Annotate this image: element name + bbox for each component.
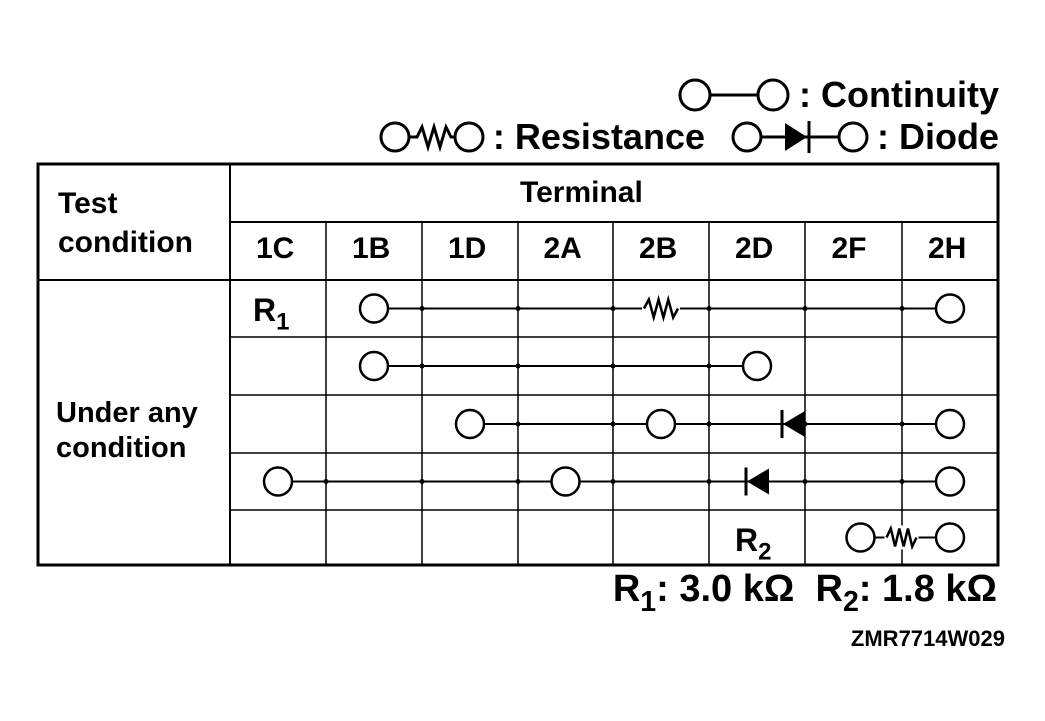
junction-dot [515,363,521,369]
terminal-circle [934,522,966,553]
terminal-circle [934,293,966,324]
connection-symbols [262,293,966,553]
terminal-label-1c: 1C [256,232,295,265]
test-condition-header: Test condition [58,184,193,262]
junction-dot [515,306,521,311]
junction-dot [802,479,808,484]
legend-diode-label: : Diode [877,116,999,157]
diode-symbol [747,468,769,495]
test-condition-header-line2: condition [58,226,193,259]
legend-resistance-label: : Resistance [492,116,705,157]
terminal-circle [845,522,876,553]
junction-dot [899,306,905,311]
junction-dot [419,479,425,484]
terminal-circle [550,466,581,497]
diagram-code: ZMR7714W029 [850,626,1005,651]
diode-symbol [783,411,805,437]
legend-continuity-label: : Continuity [799,74,999,115]
resistor-symbol [885,524,918,551]
resistor-values-note: R1: 3.0 kΩ R2: 1.8 kΩ [613,568,997,619]
condition-label-line2: condition [56,431,187,464]
condition-label: Under any condition [56,396,198,466]
junction-dot [706,479,712,484]
terminal-circle [358,293,390,324]
terminal-circle [741,350,773,382]
junction-dot [899,421,905,427]
junction-dot [610,479,616,484]
junction-dot [610,306,616,311]
connection-wires [278,306,950,540]
terminal-circle [454,408,486,440]
terminal-header: Terminal [520,176,643,209]
r2-cell-label: R2 [735,522,771,566]
condition-label-line1: Under any [56,397,198,429]
r1-note-value: : 3.0 kΩ [656,568,795,610]
terminal-label-1d: 1D [448,232,487,265]
junction-dot [610,363,616,369]
junction-dot [706,421,712,427]
junction-dot [419,363,425,369]
terminal-circle [262,466,294,497]
table-grid [36,162,1000,567]
terminal-label-1b: 1B [352,232,391,265]
r1-cell-subscript: 1 [276,308,290,336]
terminal-label-2b: 2B [639,232,678,265]
junction-dot [323,479,329,484]
junction-dot [419,306,425,311]
junction-dot [802,306,808,311]
legend-continuity: : Continuity [675,74,999,116]
continuity-symbol-icon [678,78,790,112]
r2-note-value: : 1.8 kΩ [858,568,997,610]
r1-cell-letter: R [253,292,277,328]
r2-cell-subscript: 2 [758,538,772,566]
legend-resistance-diode: : Resistance : Diode [377,116,999,158]
terminal-label-2d: 2D [735,232,774,265]
terminal-circle [934,466,966,497]
terminal-label-2a: 2A [543,232,582,265]
junction-dot [899,479,905,484]
r2-note-subscript: 2 [842,585,859,618]
r1-cell-label: R1 [253,292,289,336]
junction-dot [706,306,712,311]
r1-note-subscript: 1 [640,585,657,618]
resistance-symbol-icon [379,121,485,153]
terminal-circle [358,350,390,382]
junction-dot [706,363,712,369]
terminal-label-2h: 2H [928,232,967,265]
terminal-label-2f: 2F [831,232,867,265]
r2-cell-letter: R [735,522,759,558]
r2-note-letter: R [815,568,843,610]
diode-symbol-icon [731,121,869,153]
resistor-symbol [642,294,680,323]
junction-dot [515,479,521,484]
test-condition-header-line1: Test [58,187,118,220]
junction-dot [515,421,521,427]
terminal-circle [934,408,966,440]
junction-dot [610,421,616,427]
r1-note-letter: R [612,568,641,610]
terminal-circle [645,408,677,440]
